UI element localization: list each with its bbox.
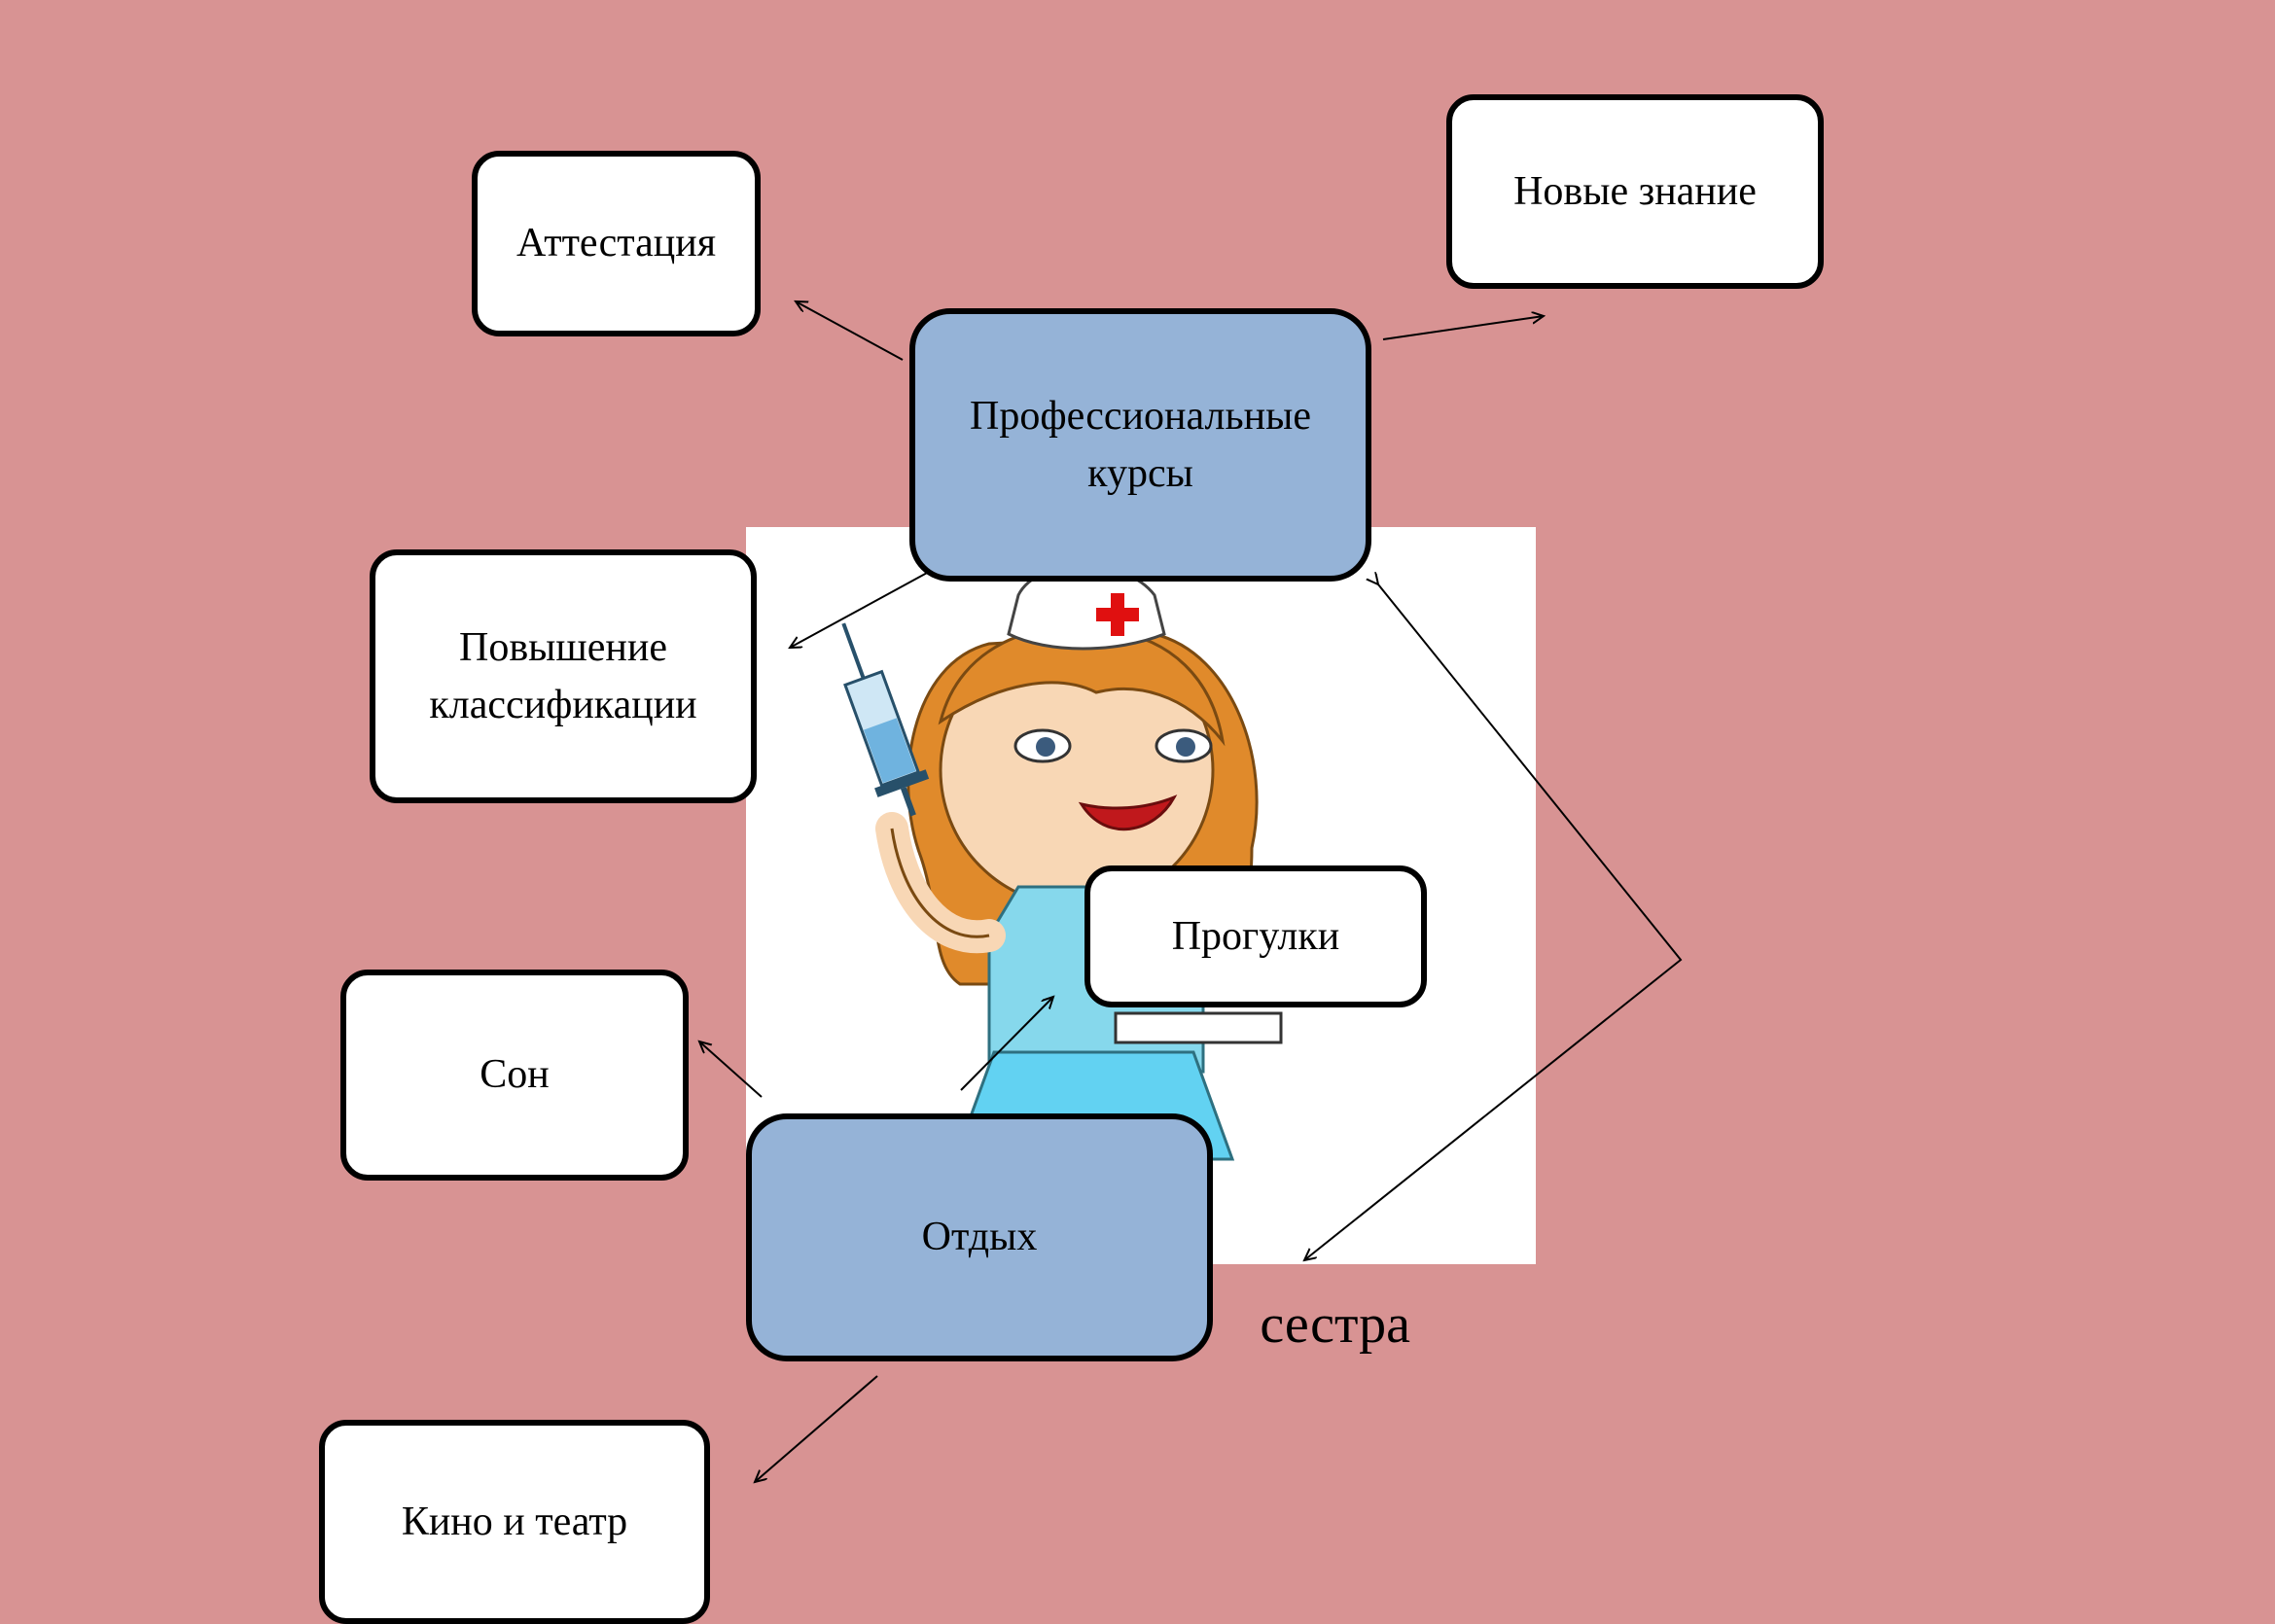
node-qualification: Повышение классификации xyxy=(370,549,757,803)
arrow-bidirectional-courses-rest xyxy=(1304,584,1683,1260)
node-sleep: Сон xyxy=(340,970,689,1181)
node-qualification-label: Повышение классификации xyxy=(429,624,697,727)
arrow-courses-to-attestation xyxy=(796,301,904,361)
arrow-rest-to-sleep xyxy=(699,1041,763,1098)
node-new-knowledge-label: Новые знание xyxy=(1513,168,1757,214)
arrow-rest-to-walks xyxy=(960,997,1053,1091)
hub-professional-courses: Профессиональные курсы xyxy=(909,308,1371,582)
node-walks: Прогулки xyxy=(1084,865,1427,1007)
arrow-courses-to-qualification xyxy=(790,571,930,648)
hub-professional-courses-label: Профессиональные курсы xyxy=(970,393,1311,496)
node-cinema-theatre-label: Кино и театр xyxy=(401,1499,628,1544)
caption-text: сестра xyxy=(1260,1294,1410,1355)
arrow-courses-to-new-knowledge xyxy=(1382,316,1544,340)
node-new-knowledge: Новые знание xyxy=(1446,94,1824,289)
node-attestation-label: Аттестация xyxy=(515,221,717,266)
node-walks-label: Прогулки xyxy=(1171,913,1340,959)
hub-rest: Отдых xyxy=(746,1113,1213,1361)
node-cinema-theatre: Кино и театр xyxy=(319,1420,710,1624)
node-attestation: Аттестация xyxy=(472,151,761,336)
arrow-rest-to-cinema-theatre xyxy=(755,1375,878,1482)
hub-rest-label: Отдых xyxy=(921,1215,1038,1260)
node-sleep-label: Сон xyxy=(480,1052,550,1098)
